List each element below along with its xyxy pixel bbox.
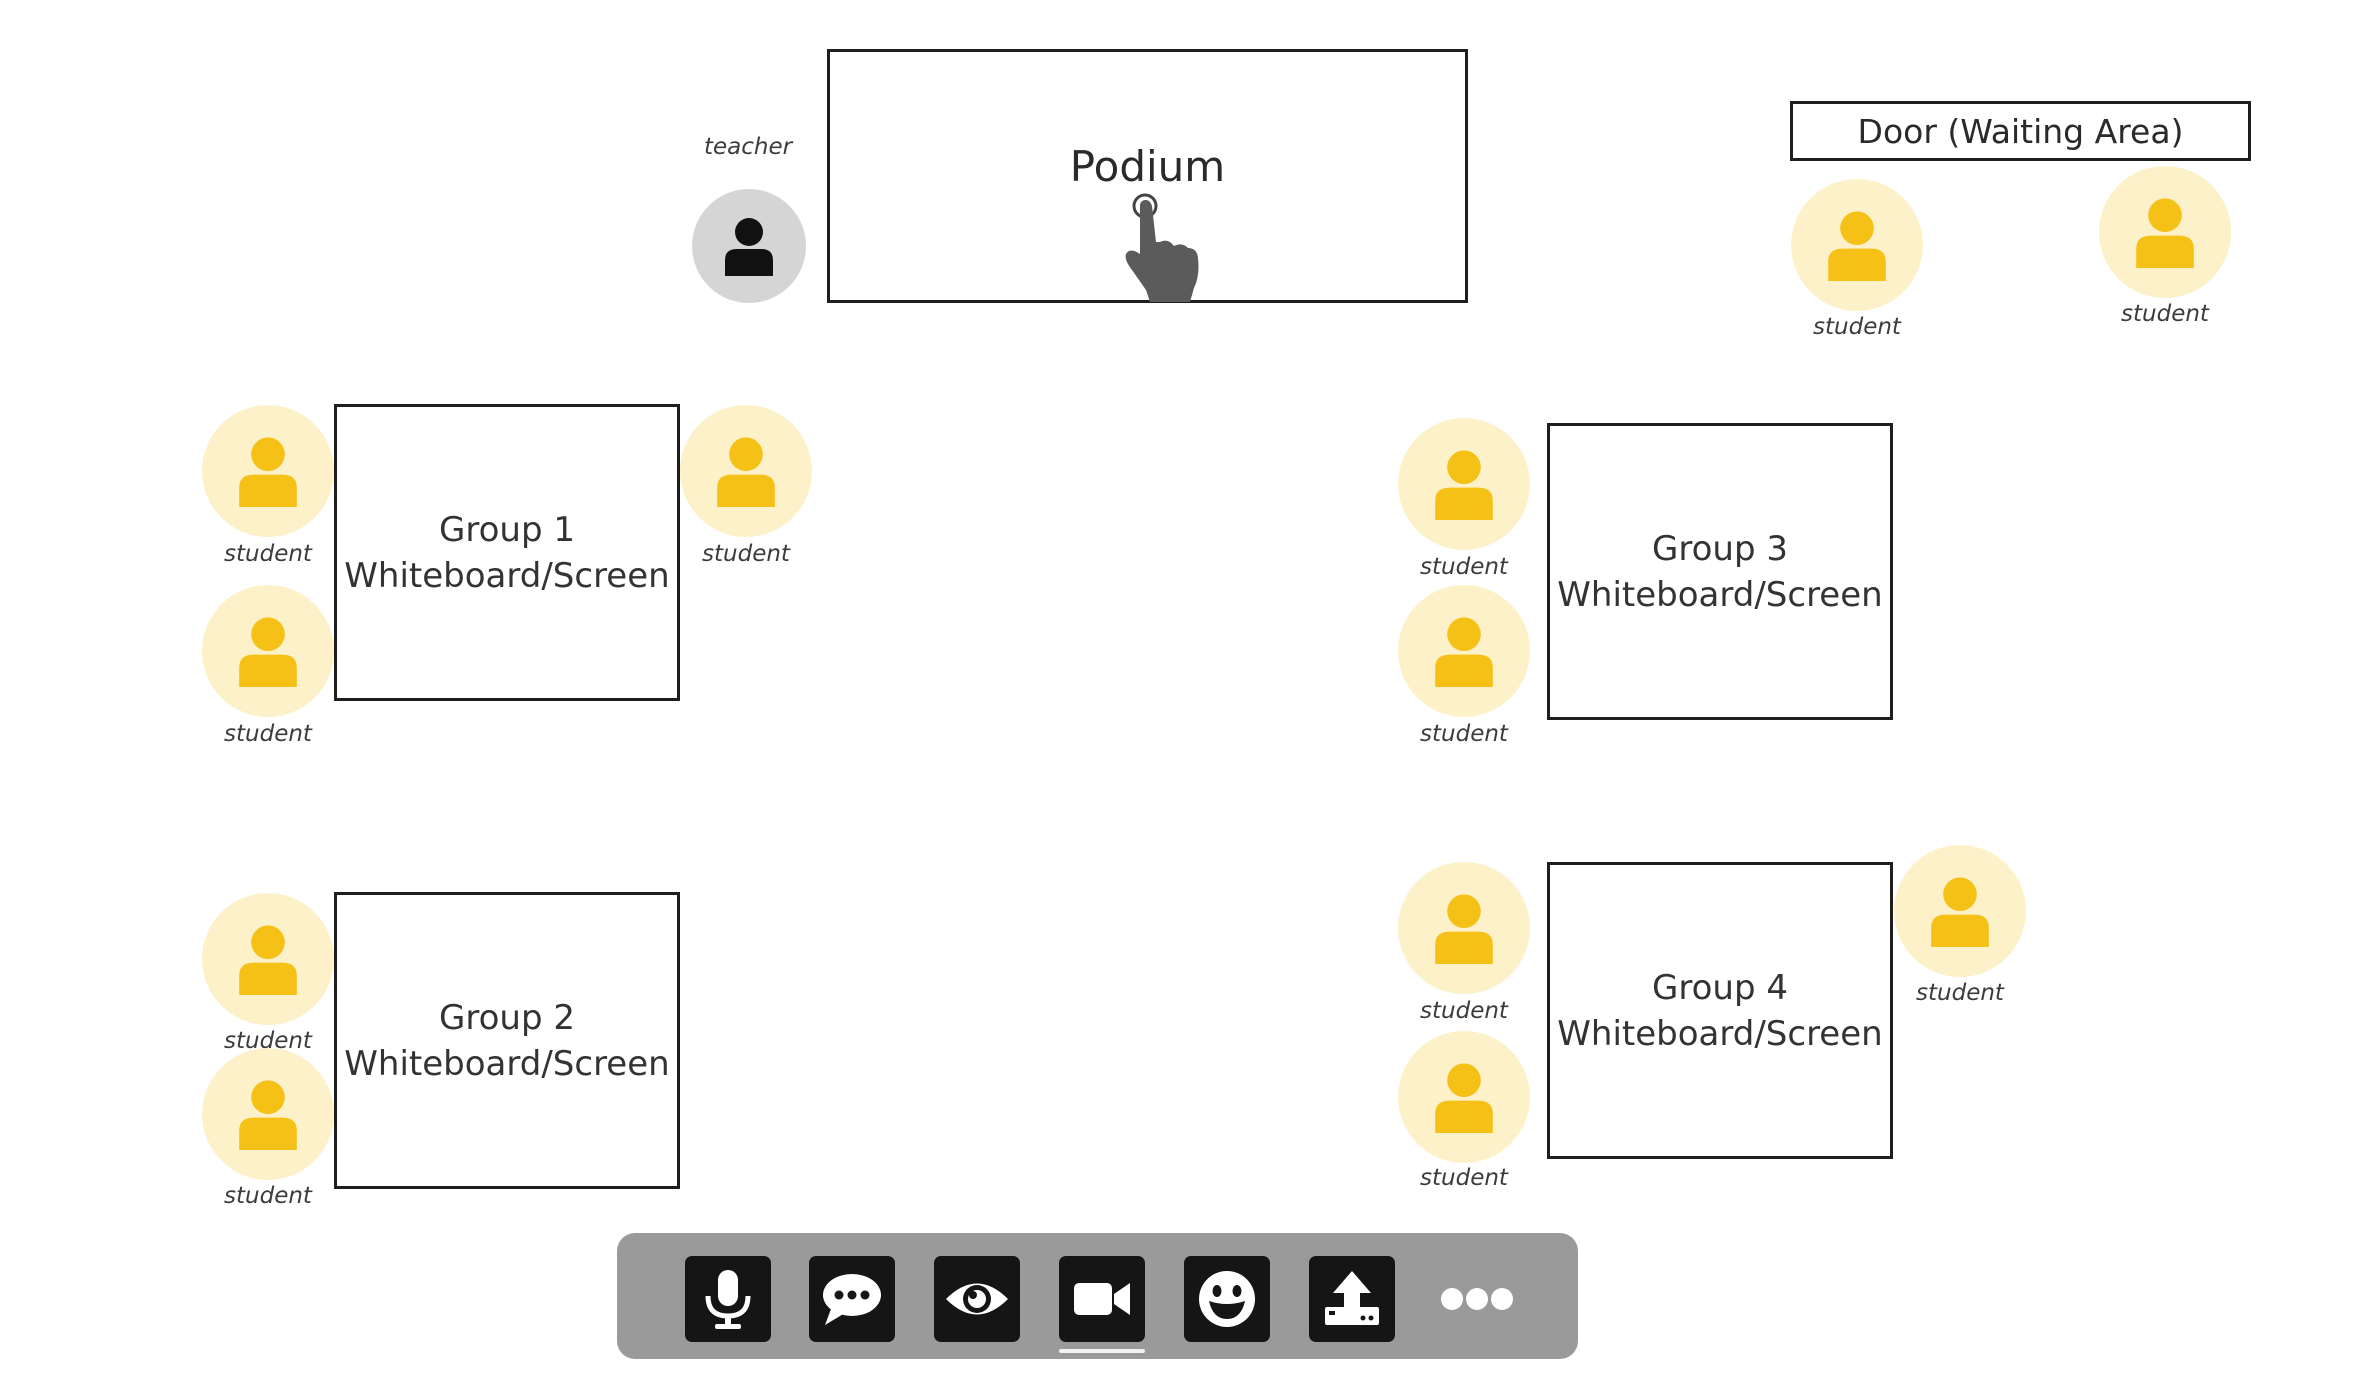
- student-caption: student: [1420, 721, 1508, 747]
- student-avatar[interactable]: [202, 1048, 334, 1180]
- group-subtitle: Whiteboard/Screen: [1557, 1013, 1883, 1054]
- chat-icon: [823, 1274, 881, 1325]
- student-caption: student: [224, 541, 312, 567]
- meeting-toolbar: [617, 1233, 1578, 1359]
- hand-cursor-icon: [1125, 193, 1199, 302]
- group-title: Group 2: [439, 997, 575, 1038]
- video-button[interactable]: [1059, 1256, 1145, 1342]
- podium-label: Podium: [1069, 142, 1226, 191]
- microphone-icon: [705, 1270, 751, 1329]
- view-button[interactable]: [934, 1256, 1020, 1342]
- student-avatar[interactable]: [2099, 166, 2231, 298]
- door-label: Door (Waiting Area): [1857, 111, 2184, 151]
- active-tab-indicator: [1059, 1349, 1145, 1353]
- student-avatar[interactable]: [202, 893, 334, 1025]
- group-title: Group 1: [439, 509, 575, 550]
- student-avatar[interactable]: [680, 405, 812, 537]
- group-title: Group 4: [1652, 967, 1788, 1008]
- group-4-whiteboard[interactable]: Group 4 Whiteboard/Screen: [1547, 862, 1893, 1159]
- teacher-caption: teacher: [703, 134, 793, 160]
- group-subtitle: Whiteboard/Screen: [1557, 574, 1883, 615]
- group-2-whiteboard[interactable]: Group 2 Whiteboard/Screen: [334, 892, 680, 1189]
- student-avatar[interactable]: [202, 585, 334, 717]
- person-icon: [1435, 617, 1493, 687]
- person-icon: [1828, 211, 1886, 281]
- person-icon: [239, 925, 297, 995]
- more-icon: [1441, 1288, 1513, 1310]
- teacher-avatar[interactable]: [692, 189, 806, 303]
- student-avatar[interactable]: [1398, 585, 1530, 717]
- door-waiting-area[interactable]: Door (Waiting Area): [1790, 101, 2251, 161]
- person-icon: [239, 617, 297, 687]
- group-subtitle: Whiteboard/Screen: [344, 1043, 670, 1084]
- student-avatar[interactable]: [1791, 179, 1923, 311]
- group-1-whiteboard[interactable]: Group 1 Whiteboard/Screen: [334, 404, 680, 701]
- share-button[interactable]: [1309, 1256, 1395, 1342]
- chat-button[interactable]: [809, 1256, 895, 1342]
- video-camera-icon: [1074, 1283, 1130, 1315]
- person-icon: [1931, 877, 1989, 947]
- podium[interactable]: Podium: [827, 49, 1468, 303]
- student-caption: student: [2121, 301, 2209, 327]
- student-caption: student: [1420, 998, 1508, 1024]
- student-avatar[interactable]: [1894, 845, 2026, 977]
- group-subtitle: Whiteboard/Screen: [344, 555, 670, 596]
- person-icon: [1435, 1063, 1493, 1133]
- group-title: Group 3: [1652, 528, 1788, 569]
- student-caption: student: [702, 541, 790, 567]
- student-caption: student: [224, 721, 312, 747]
- microphone-button[interactable]: [685, 1256, 771, 1342]
- student-caption: student: [1420, 1165, 1508, 1191]
- group-3-whiteboard[interactable]: Group 3 Whiteboard/Screen: [1547, 423, 1893, 720]
- person-icon: [725, 218, 773, 276]
- person-icon: [1435, 894, 1493, 964]
- student-avatar[interactable]: [1398, 862, 1530, 994]
- student-caption: student: [224, 1183, 312, 1209]
- smiley-icon: [1199, 1271, 1255, 1327]
- student-avatar[interactable]: [1398, 1031, 1530, 1163]
- upload-icon: [1325, 1271, 1379, 1325]
- student-caption: student: [1916, 980, 2004, 1006]
- person-icon: [239, 1080, 297, 1150]
- student-caption: student: [1813, 314, 1901, 340]
- student-caption: student: [1420, 554, 1508, 580]
- more-button[interactable]: [1434, 1256, 1520, 1342]
- student-avatar[interactable]: [202, 405, 334, 537]
- person-icon: [717, 437, 775, 507]
- person-icon: [239, 437, 297, 507]
- person-icon: [1435, 450, 1493, 520]
- reactions-button[interactable]: [1184, 1256, 1270, 1342]
- student-avatar[interactable]: [1398, 418, 1530, 550]
- person-icon: [2136, 198, 2194, 268]
- eye-icon: [946, 1283, 1008, 1315]
